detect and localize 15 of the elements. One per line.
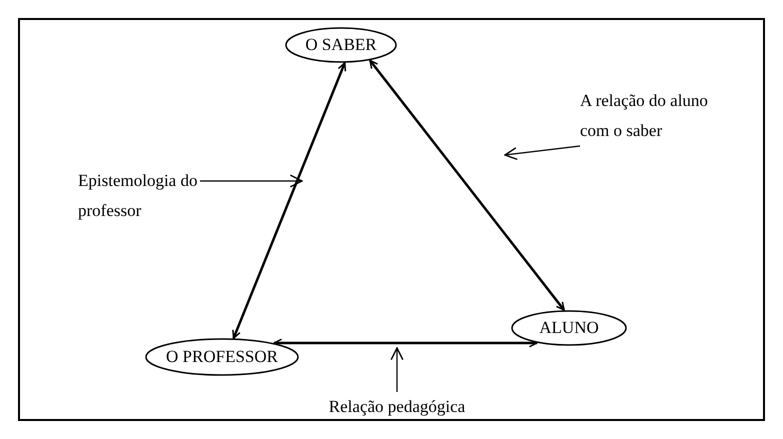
double-arrow: [273, 338, 538, 348]
leader-arrow: [504, 145, 580, 160]
annotation-text: A relação do aluno com o saber: [580, 86, 740, 146]
node-label: O SABER: [305, 35, 377, 55]
double-arrow: [368, 60, 566, 311]
leader-arrow: [390, 347, 404, 392]
double-arrow: [232, 62, 346, 339]
node-label: O PROFESSOR: [166, 347, 278, 367]
ellipse-node: [511, 310, 627, 346]
node-label: ALUNO: [539, 318, 599, 338]
annotation-text: Epistemologia do professor: [78, 166, 200, 226]
annotation-text: Relação pedagógica: [318, 392, 476, 422]
ellipse-node: [285, 27, 397, 63]
leader-arrow: [200, 174, 303, 188]
ellipse-node: [145, 338, 299, 376]
